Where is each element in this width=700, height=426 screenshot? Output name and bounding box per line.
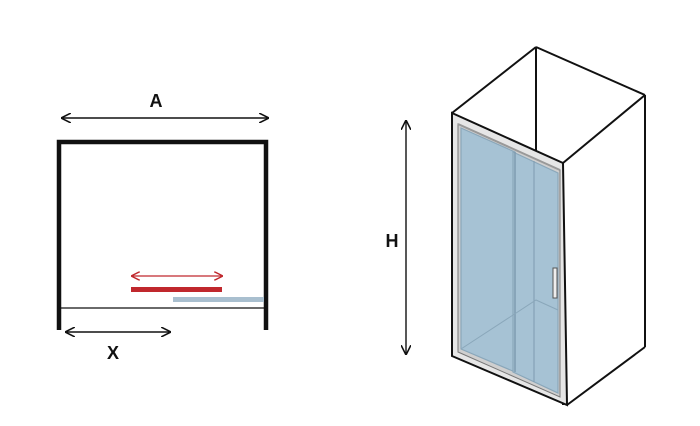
- iso-view: H: [386, 46, 646, 407]
- enclosure-walls: [56, 139, 269, 330]
- sliding-panel: [131, 287, 222, 292]
- sliding-glass-panel: [512, 151, 559, 394]
- fixed-glass-panel: [460, 127, 516, 373]
- fixed-panel: [173, 297, 264, 302]
- plan-view: A X: [56, 91, 269, 363]
- opening-label: X: [107, 343, 119, 363]
- door-handle: [552, 267, 558, 299]
- height-label: H: [386, 231, 399, 251]
- width-label: A: [150, 91, 163, 111]
- shower-tray-edge: [460, 299, 559, 350]
- top-rail: [457, 123, 561, 171]
